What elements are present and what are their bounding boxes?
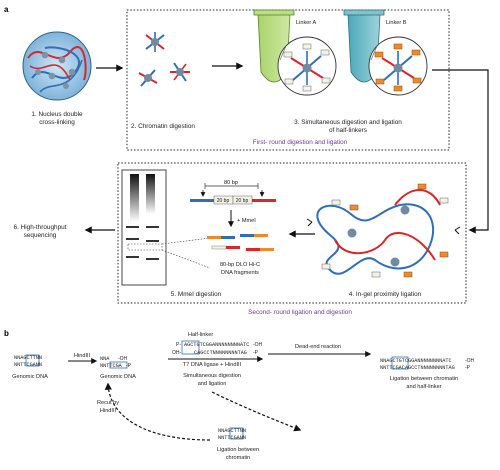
chromatin-fragments xyxy=(138,32,190,87)
fragments-label-line2: DNA fragments xyxy=(221,270,259,276)
recut-label-line2: HindIII xyxy=(100,408,117,414)
dig-p: -P xyxy=(126,363,132,369)
round2-box xyxy=(117,162,467,304)
step2-label: 2. Chromatin digestion xyxy=(131,123,195,130)
lig-oh: -OH xyxy=(465,358,475,364)
hl-top-seq: AGCTGTCGGANNNNNNNNATC xyxy=(184,342,249,348)
step4-label: 4. In-gel proximity ligation xyxy=(349,291,422,298)
dig-oh: -OH xyxy=(118,356,128,362)
chrom-label-line1: Ligation between xyxy=(217,447,259,453)
hl-bot-seq: CAGCCTNNNNNNNNTAG xyxy=(194,350,247,356)
genomic-label: Genomic DNA xyxy=(12,374,48,380)
dlo-fragments xyxy=(207,234,274,251)
hl-oh-right: -OH xyxy=(253,342,263,348)
chrom-label-line2: chromatin xyxy=(226,455,251,461)
digested-genomic-dna xyxy=(109,361,128,369)
mmei-label: + MmeI xyxy=(237,218,256,224)
hl-p-left: P- xyxy=(176,342,181,348)
ligation-half-linker xyxy=(391,356,409,370)
dig-bot-seq: NNTTCGA xyxy=(100,363,123,369)
fragments-label-line1: 80-bp DLO Hi-C xyxy=(220,262,260,268)
in-gel-ligation-illustration xyxy=(306,183,461,278)
chrom-bot-seq: NNTTCGANN xyxy=(218,435,246,441)
tube-linker-a xyxy=(253,9,337,96)
step6-label-line2: sequencing xyxy=(24,232,57,239)
linker-b-label: Linker B xyxy=(386,20,407,26)
lig-bot-seq: NNTTCGACAGCCTNNNNNNNNTAG xyxy=(380,365,455,371)
hl-oh-left: OH- xyxy=(172,350,182,356)
step1-label-line2: cross-linking xyxy=(39,119,75,126)
step6-label-line1: 6. High-throughput xyxy=(14,224,67,231)
hindiii-label: HindIII xyxy=(74,353,91,359)
half-linker-label: Half-linker xyxy=(188,332,213,338)
genomic-dna xyxy=(25,354,40,367)
recut-label-line1: Recut by xyxy=(97,400,119,406)
step1-label-line1: 1. Nucleus double xyxy=(31,111,83,118)
recut-arrow-down xyxy=(211,391,302,432)
lig-label-line1: Ligation between chromatin xyxy=(390,376,458,382)
hl-p-right: -P xyxy=(253,350,259,356)
lig-p: -P xyxy=(465,365,471,371)
simul-label-line2: and ligation xyxy=(198,381,227,387)
arrow-round1-to-round2 xyxy=(432,69,489,234)
dig-top-seq: NNA xyxy=(100,356,110,362)
nucleus-illustration xyxy=(22,31,92,101)
genomic-top-seq: NNAGCTTNN xyxy=(14,355,42,361)
linker-a-label: Linker A xyxy=(296,20,316,26)
bp80-label: 80 bp xyxy=(224,180,238,186)
genomic-bot-seq: NNTTCGANN xyxy=(14,362,42,368)
panel-a-label: a xyxy=(4,5,9,14)
half-linker xyxy=(181,340,200,355)
dig-label: Genomic DNA xyxy=(100,374,136,380)
lig-top-seq: NNAGCTGTCGGANNNNNNNNATC xyxy=(380,358,452,364)
tube-linker-b xyxy=(343,9,428,96)
step3-label-line2: of half-linkers xyxy=(329,127,367,134)
dead-end-label: Dead-end reaction xyxy=(295,344,341,350)
chrom-top-seq: NNAGCTTNN xyxy=(218,428,246,434)
step3-label-line1: 3. Simultaneous digestion and ligation xyxy=(294,119,402,126)
recut-arrow-up xyxy=(104,382,211,441)
chromatin-ligation xyxy=(229,427,244,440)
simul-label-line1: Simultaneous digestion xyxy=(183,373,241,379)
t7-label: T7 DNA ligase + HindIII xyxy=(183,362,242,368)
round2-label: Second- round ligation and digestion xyxy=(248,309,352,316)
step5-label: 5. MmeI digestion xyxy=(171,291,222,298)
panel-b-label: b xyxy=(4,329,9,338)
fragment-80bp xyxy=(190,183,276,205)
bp20a-label: 20 bp xyxy=(217,198,230,204)
gel-illustration xyxy=(121,169,211,286)
bp20b-label: 20 bp xyxy=(236,198,249,204)
round1-label: First- round digestion and ligation xyxy=(253,139,348,146)
lig-label-line2: and half-linker xyxy=(406,384,441,390)
